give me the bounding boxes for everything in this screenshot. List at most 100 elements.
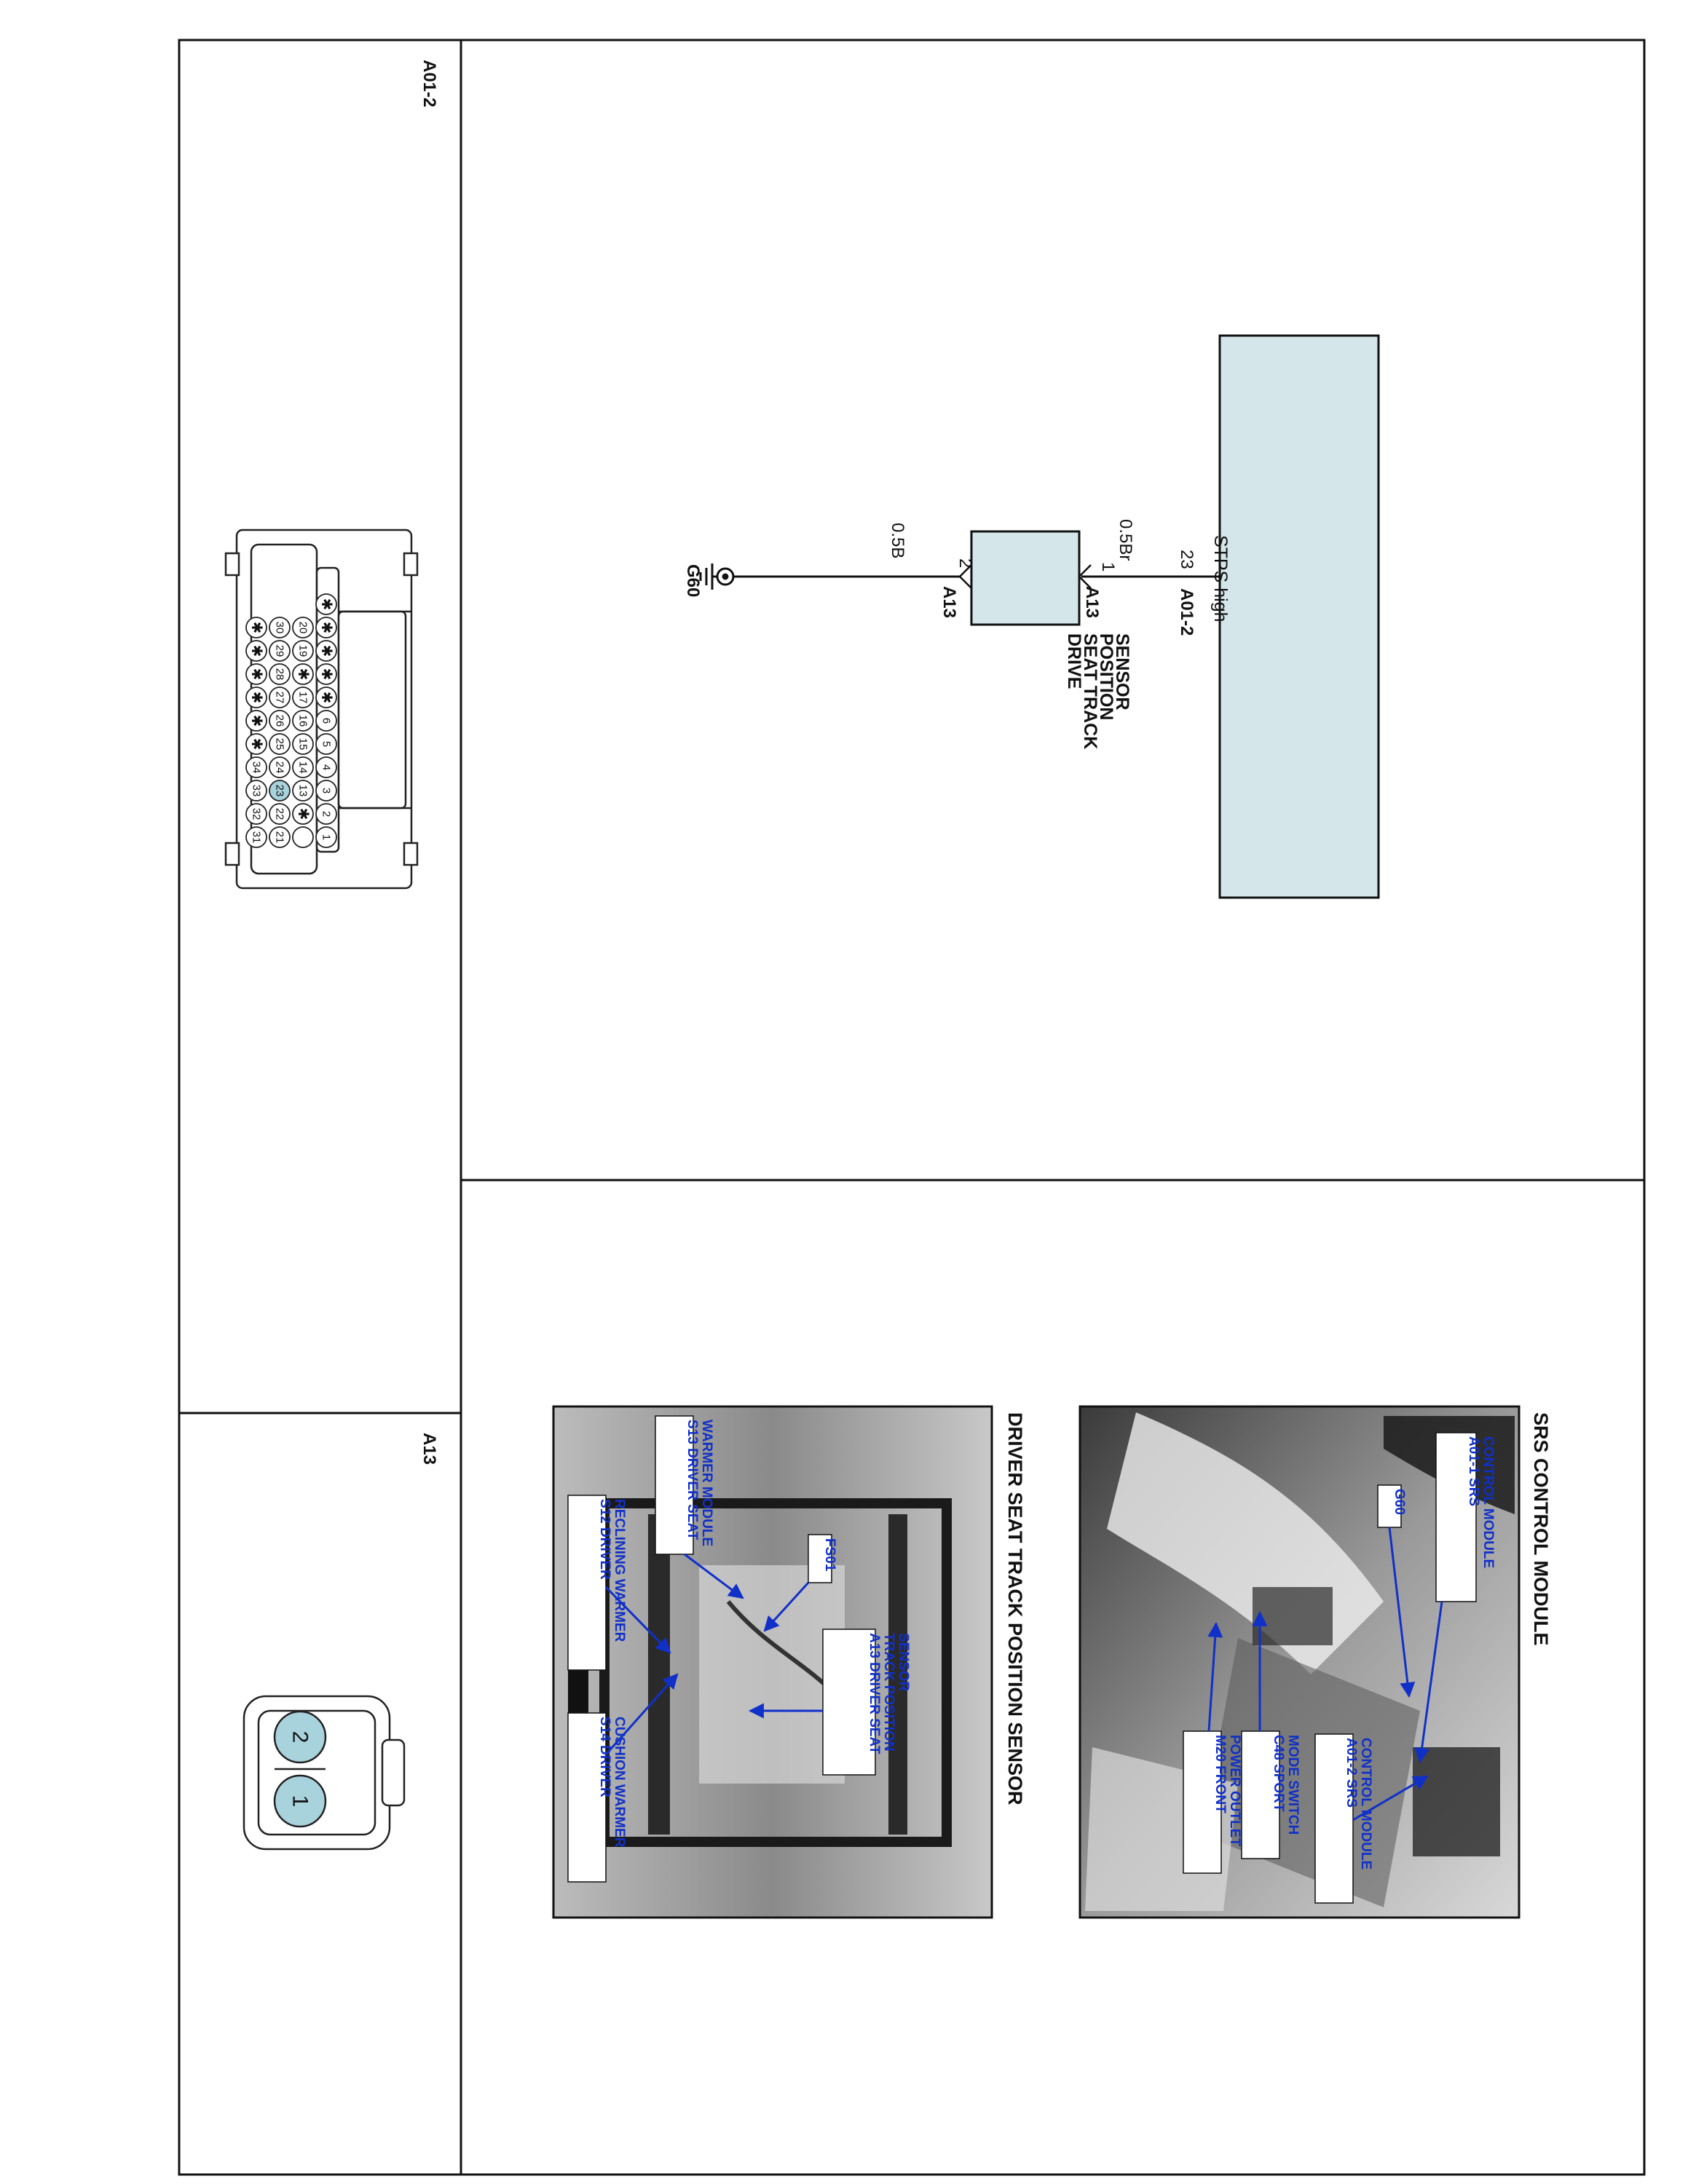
module-connector-id: A01-2: [1177, 588, 1196, 636]
connector-a13-pin-2-label: 2: [288, 1731, 312, 1744]
pin-22: [269, 803, 291, 825]
callout-a13-line-3: SENSOR: [896, 1633, 911, 1692]
sensor-name: DRIVE SEAT TRACK POSITION SENSOR: [1064, 633, 1132, 754]
pin-31: [245, 826, 267, 848]
pin-30-label: 30: [274, 622, 286, 634]
blocked-cavity: [292, 803, 314, 825]
pin-3: [315, 780, 337, 802]
schematic: STPS high 23 A01-2 0.5Br 1 A13 2 A13 DRI…: [683, 334, 1380, 899]
blocked-cavity-mark: ✱: [318, 692, 334, 704]
blocked-cavity-mark: ✱: [295, 668, 311, 681]
callout-fs01: FS01: [763, 1534, 837, 1632]
pin-15-label: 15: [297, 738, 309, 751]
pin-24: [269, 756, 291, 778]
wire-top-spec: 0.5Br: [1116, 519, 1135, 561]
svg-text:S14 DRIVER CUSHION W: S14 DRIVER CUSHION WARMER: [597, 1717, 627, 1848]
pin-14: [292, 756, 314, 778]
callout-a01-1-line-1: A01-1 SRS: [1466, 1436, 1481, 1506]
pin-26-label: 26: [274, 715, 286, 727]
pin-1-label: 1: [320, 834, 333, 840]
callout-s13-line-2: WARMER MODULE: [699, 1420, 714, 1546]
callout-m20-line-1: M20 FRONT: [1212, 1735, 1228, 1813]
pin-5-label: 5: [320, 741, 333, 747]
ground-symbol: [699, 563, 735, 590]
blocked-cavity-mark: ✱: [318, 598, 334, 611]
callout-s14: S14 DRIVER CUSHION WARMER: [567, 1673, 679, 1883]
blocked-cavity-mark: ✱: [318, 622, 334, 634]
callout-c48-line-1: C48 SPORT: [1271, 1735, 1286, 1812]
callout-s13-line-1: S13 DRIVER SEAT: [685, 1420, 700, 1540]
pin-32-label: 32: [251, 808, 263, 820]
srs-photo-callouts: A01-1 SRS CONTROL MODULE G60 A01-2 SRS C…: [1183, 1432, 1496, 1904]
pin-27: [269, 687, 291, 708]
module-signal-label: STPS high: [1210, 535, 1231, 622]
blocked-cavity: [245, 687, 267, 708]
svg-text:S13 DRIVER SEAT WARM: S13 DRIVER SEAT WARMER MODULE: [685, 1420, 714, 1546]
svg-text:S12 DRIVER RECLINING: S12 DRIVER RECLINING WARMER: [597, 1499, 627, 1642]
blocked-cavity-mark: ✱: [248, 622, 264, 634]
pin-25-label: 25: [274, 738, 286, 751]
pin-29-label: 29: [274, 645, 286, 657]
blocked-cavity-mark: ✱: [248, 738, 264, 751]
sensor-connector-top: A13: [1082, 586, 1102, 618]
wire-bottom-spec: 0.5B: [888, 523, 907, 558]
srs-photo-section: SRS CONTROL MODULE A01-1 SRS CONTROL MOD…: [1078, 1405, 1552, 1919]
callout-a01-1-line-2: CONTROL MODULE: [1480, 1436, 1496, 1568]
pin-15: [292, 733, 314, 755]
seat-photo-section: DRIVER SEAT TRACK POSITION SENSOR S13 DR…: [552, 1405, 1026, 1919]
callout-a13-line-1: A13 DRIVER SEAT: [867, 1633, 882, 1754]
pin-25: [269, 733, 291, 755]
blocked-cavity-mark: ✱: [248, 692, 264, 704]
blocked-cavity-mark: ✱: [248, 668, 264, 681]
connector-a13-pin-2: 2: [273, 1710, 327, 1764]
pin-23-label: 23: [274, 785, 286, 797]
callout-g60: G60: [1377, 1484, 1416, 1698]
svg-text:C48 SPORT MODE SWITC: C48 SPORT MODE SWITCH: [1271, 1735, 1301, 1835]
blocked-cavity-mark: ✱: [248, 715, 264, 727]
blocked-cavity: [315, 593, 337, 615]
callout-s12-line-2: RECLINING WARMER: [612, 1499, 627, 1642]
pin-23: [269, 780, 291, 802]
callout-s13: S13 DRIVER SEAT WARMER MODULE: [655, 1415, 744, 1599]
callout-a01-2-line-2: CONTROL MODULE: [1358, 1738, 1373, 1870]
pin-21-label: 21: [274, 831, 286, 844]
blocked-cavity: [245, 663, 267, 685]
blocked-cavity: [245, 733, 267, 755]
blocked-cavity: [245, 640, 267, 662]
module-pin-number: 23: [1177, 550, 1196, 569]
pin-5: [315, 733, 337, 755]
callout-s12-line-1: S12 DRIVER: [597, 1499, 612, 1580]
blocked-cavity: [315, 687, 337, 708]
blocked-cavity: [315, 640, 337, 662]
connector-a01-2-pins: 123456✱✱✱✱✱✱1314151617✱19202122232425262…: [245, 593, 337, 848]
pin-13-label: 13: [297, 785, 309, 797]
callout-c48: C48 SPORT MODE SWITCH: [1241, 1610, 1301, 1859]
pin-14-label: 14: [297, 761, 309, 774]
pin-28: [269, 663, 291, 685]
pin-27-label: 27: [274, 692, 286, 704]
svg-text:A01-1 SRS CONTROL MO: A01-1 SRS CONTROL MODULE: [1466, 1436, 1496, 1568]
svg-text:A13 DRIVER SEAT TRAC: A13 DRIVER SEAT TRACK POSITION SENSOR: [867, 1633, 911, 1758]
sensor-name-line-2: SEAT TRACK: [1080, 633, 1100, 749]
blocked-cavity: [245, 617, 267, 638]
pin-33: [245, 780, 267, 802]
sensor-pin-bottom: 2: [955, 558, 975, 568]
connector-a01-2-panel: A01-2 123456✱✱✱✱✱✱1314151617✱19202122232…: [224, 60, 439, 890]
pin-20: [292, 617, 314, 638]
pin-2: [315, 803, 337, 825]
pin-30: [269, 617, 291, 638]
pin-32: [245, 803, 267, 825]
blocked-cavity: [292, 826, 314, 848]
pin-22-label: 22: [274, 808, 286, 820]
pin-4-label: 4: [320, 764, 333, 770]
callout-s12: S12 DRIVER RECLINING WARMER: [567, 1495, 671, 1671]
callout-a13: A13 DRIVER SEAT TRACK POSITION SENSOR: [748, 1629, 911, 1776]
pin-33-label: 33: [251, 785, 263, 797]
seat-photo-title: DRIVER SEAT TRACK POSITION SENSOR: [1004, 1412, 1026, 1805]
callout-a13-line-2: TRACK POSITION: [881, 1633, 896, 1752]
pin-29: [269, 640, 291, 662]
pin-19: [292, 640, 314, 662]
pin-17-label: 17: [297, 692, 309, 704]
sensor-name-line-4: SENSOR: [1112, 633, 1132, 711]
